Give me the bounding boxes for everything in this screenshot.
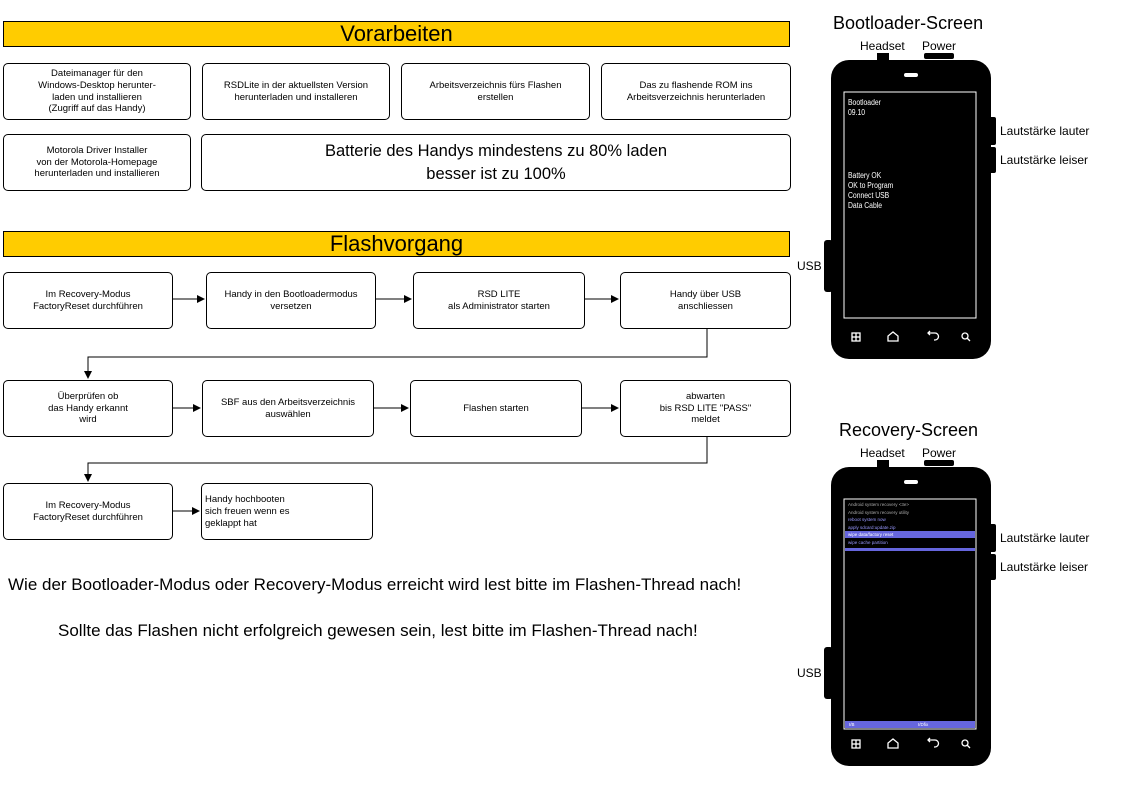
prep-section-header: Vorarbeiten — [3, 21, 790, 47]
flow-step-connect-usb: Handy über USB anschliessen — [620, 272, 791, 329]
flow-step-wait-pass: abwarten bis RSD LITE "PASS" meldet — [620, 380, 791, 437]
headset-jack-icon — [877, 53, 889, 60]
recovery-header-line: Android system recovery utility — [848, 509, 910, 515]
note-failure-info: Sollte das Flashen nicht erfolgreich gew… — [58, 621, 698, 640]
recovery-usb-label: USB — [797, 666, 822, 680]
flash-section-header: Flashvorgang — [3, 231, 790, 257]
prep-file-manager-box: Dateimanager für den Windows-Desktop her… — [3, 63, 191, 120]
prep-workdir-box: Arbeitsverzeichnis fürs Flashen erstelle… — [401, 63, 590, 120]
recovery-menu-item: reboot system now — [848, 517, 886, 522]
recovery-menu-item-selected: wipe data/factory reset — [848, 532, 894, 537]
note-mode-info: Wie der Bootloader-Modus oder Recovery-M… — [8, 575, 742, 594]
bootloader-headset-label: Headset — [860, 39, 905, 53]
flow-step-recovery-reset: Im Recovery-Modus FactoryReset durchführ… — [3, 272, 173, 329]
recovery-volume-up-label: Lautstärke lauter — [1000, 531, 1090, 545]
speaker-icon — [904, 480, 918, 484]
speaker-icon — [904, 73, 918, 77]
prep-rom-box: Das zu flashende ROM ins Arbeitsverzeich… — [601, 63, 791, 120]
prep-driver-box: Motorola Driver Installer von der Motoro… — [3, 134, 191, 191]
phone-screen — [843, 91, 977, 319]
flash-section-title: Flashvorgang — [329, 231, 464, 256]
recovery-header-line: Android system recovery <3e> — [848, 502, 910, 507]
power-button-icon — [924, 53, 954, 59]
flow-step-bootloader-mode: Handy in den Bootloadermodus versetzen — [206, 272, 376, 329]
bootloader-screen-title: Bootloader-Screen — [833, 13, 984, 33]
recovery-volume-down-label: Lautstärke leiser — [1000, 560, 1089, 574]
prep-rsdlite-box: RSDLite in der aktuellsten Version herun… — [202, 63, 390, 120]
flow-step-boot-phone: Handy hochbooten sich freuen wenn es gek… — [201, 483, 373, 540]
recovery-headset-label: Headset — [860, 446, 905, 460]
back-key-icon — [927, 737, 940, 748]
headset-jack-icon — [877, 460, 889, 467]
recovery-footer-left: I/B — [849, 722, 855, 727]
bootloader-usb-label: USB — [797, 259, 822, 273]
flow-step-final-reset: Im Recovery-Modus FactoryReset durchführ… — [3, 483, 173, 540]
prep-section-title: Vorarbeiten — [340, 21, 453, 46]
bootloader-volume-up-label: Lautstärke lauter — [1000, 124, 1090, 138]
recovery-footer-mid: I/Dfix — [918, 722, 929, 727]
bootloader-line: 09.10 — [848, 108, 866, 117]
bootloader-screen-text-bottom: Battery OK OK to Program Connect USB Dat… — [848, 171, 893, 211]
recovery-footer-bar — [845, 721, 975, 728]
search-key-icon — [961, 739, 969, 747]
bootloader-line: OK to Program — [848, 181, 894, 190]
home-key-icon — [887, 738, 899, 749]
home-key-icon — [887, 331, 899, 342]
search-key-icon — [961, 332, 969, 340]
bootloader-line: Bootloader — [848, 98, 881, 107]
recovery-screen-title: Recovery-Screen — [839, 420, 979, 440]
back-key-icon — [927, 330, 940, 341]
recovery-menu-item: apply sdcard:update.zip — [848, 524, 896, 530]
bootloader-screen-text-top: Bootloader 09.10 — [848, 98, 881, 118]
recovery-divider — [845, 548, 975, 551]
usb-port-icon — [824, 240, 833, 292]
bootloader-volume-down-label: Lautstärke leiser — [1000, 153, 1089, 167]
bootloader-line: Battery OK — [848, 171, 882, 180]
bootloader-line: Connect USB — [848, 191, 890, 200]
bootloader-power-label: Power — [922, 39, 957, 53]
recovery-power-label: Power — [922, 446, 957, 460]
bootloader-line: Data Cable — [848, 201, 883, 210]
prep-battery-box: Batterie des Handys mindestens zu 80% la… — [201, 134, 791, 191]
flow-step-start-rsdlite: RSD LITE als Administrator starten — [413, 272, 585, 329]
flow-step-start-flash: Flashen starten — [410, 380, 582, 437]
recovery-selected-row — [845, 531, 975, 538]
usb-port-icon — [824, 647, 833, 699]
flow-step-select-sbf: SBF aus den Arbeitsverzeichnis auswählen — [202, 380, 374, 437]
recovery-menu: Android system recovery <3e> Android sys… — [848, 501, 909, 546]
flow-step-check-detected: Überprüfen ob das Handy erkannt wird — [3, 380, 173, 437]
power-button-icon — [924, 460, 954, 466]
recovery-menu-item: wipe cache partition — [848, 539, 888, 545]
